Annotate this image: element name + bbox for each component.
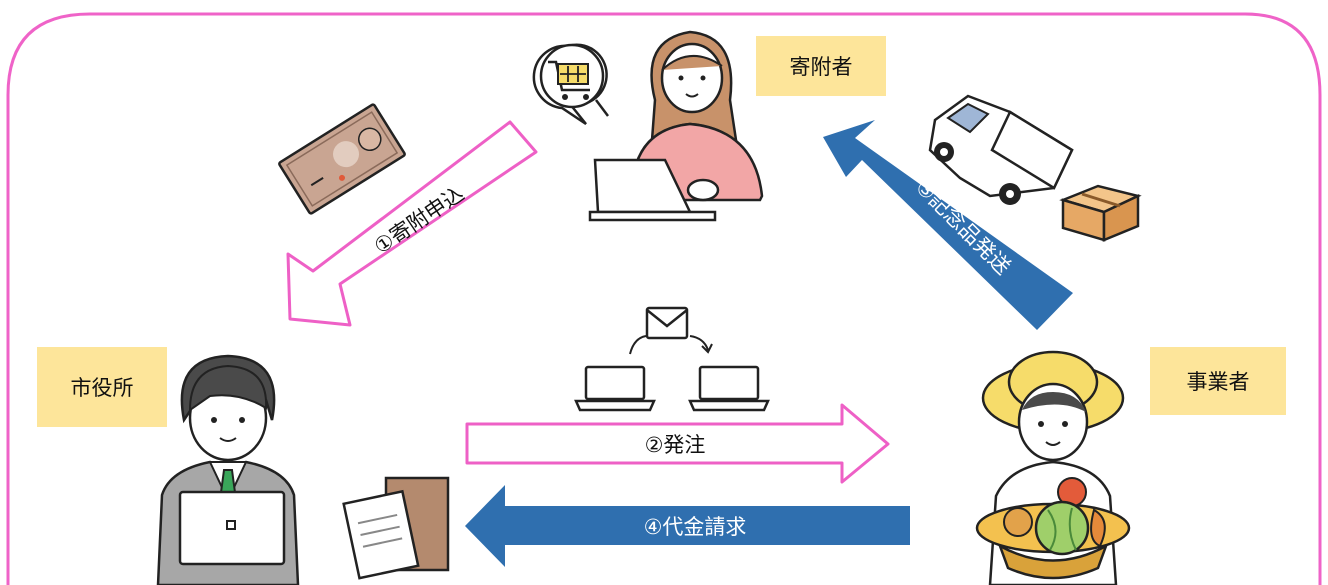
outer-frame <box>6 12 1322 585</box>
business-label: 事業者 <box>1150 347 1286 415</box>
step4-label: ④代金請求 <box>644 515 747 539</box>
city-hall-illustration <box>156 354 300 585</box>
truck-icon <box>928 94 1074 205</box>
parcel-icon <box>1059 184 1142 242</box>
arrow-step4: ④代金請求 <box>465 485 910 567</box>
donor-illustration <box>588 30 764 222</box>
documents-icon <box>342 476 450 580</box>
business-illustration <box>975 350 1131 585</box>
envelope-icon <box>629 306 713 355</box>
cart-icon <box>532 43 609 126</box>
city-hall-label: 市役所 <box>37 347 167 427</box>
banknote-icon <box>278 103 406 215</box>
step2-label: ②発注 <box>645 433 706 457</box>
laptop-icon <box>574 365 770 412</box>
arrow-step2: ②発注 <box>465 403 890 484</box>
donor-label: 寄附者 <box>756 36 886 96</box>
